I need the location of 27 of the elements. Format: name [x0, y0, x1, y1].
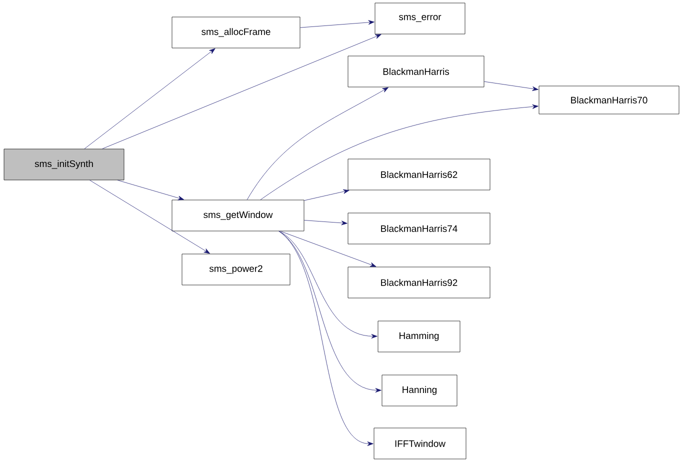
- function-box: sms_error: [374, 2, 466, 34]
- arrow: [300, 20, 374, 28]
- function-box: sms_power2: [182, 254, 290, 286]
- arrow: [278, 231, 378, 338]
- arrow: [102, 34, 382, 149]
- function-box: sms_initSynth: [4, 148, 124, 180]
- function-box: IFFTwindow: [374, 428, 466, 460]
- function-box: BlackmanHarris: [348, 56, 484, 88]
- arrow: [260, 104, 538, 200]
- function-box: Hanning: [382, 374, 458, 406]
- function-box: sms_allocFrame: [172, 16, 300, 48]
- arrow: [304, 220, 348, 226]
- arrow: [484, 81, 538, 91]
- arrow: [90, 180, 210, 254]
- function-box: BlackmanHarris62: [348, 158, 490, 190]
- function-box: Hamming: [378, 320, 460, 352]
- function-box: BlackmanHarris74: [348, 212, 490, 244]
- function-box: sms_getWindow: [172, 200, 304, 232]
- arrow: [304, 189, 350, 201]
- arrow: [84, 48, 216, 149]
- function-box: BlackmanHarris92: [348, 266, 490, 298]
- arrow: [117, 180, 184, 200]
- function-box: BlackmanHarris70: [538, 86, 680, 114]
- arrow: [278, 231, 374, 446]
- arrow: [246, 87, 388, 200]
- arrow: [280, 231, 376, 267]
- arrow: [278, 231, 382, 393]
